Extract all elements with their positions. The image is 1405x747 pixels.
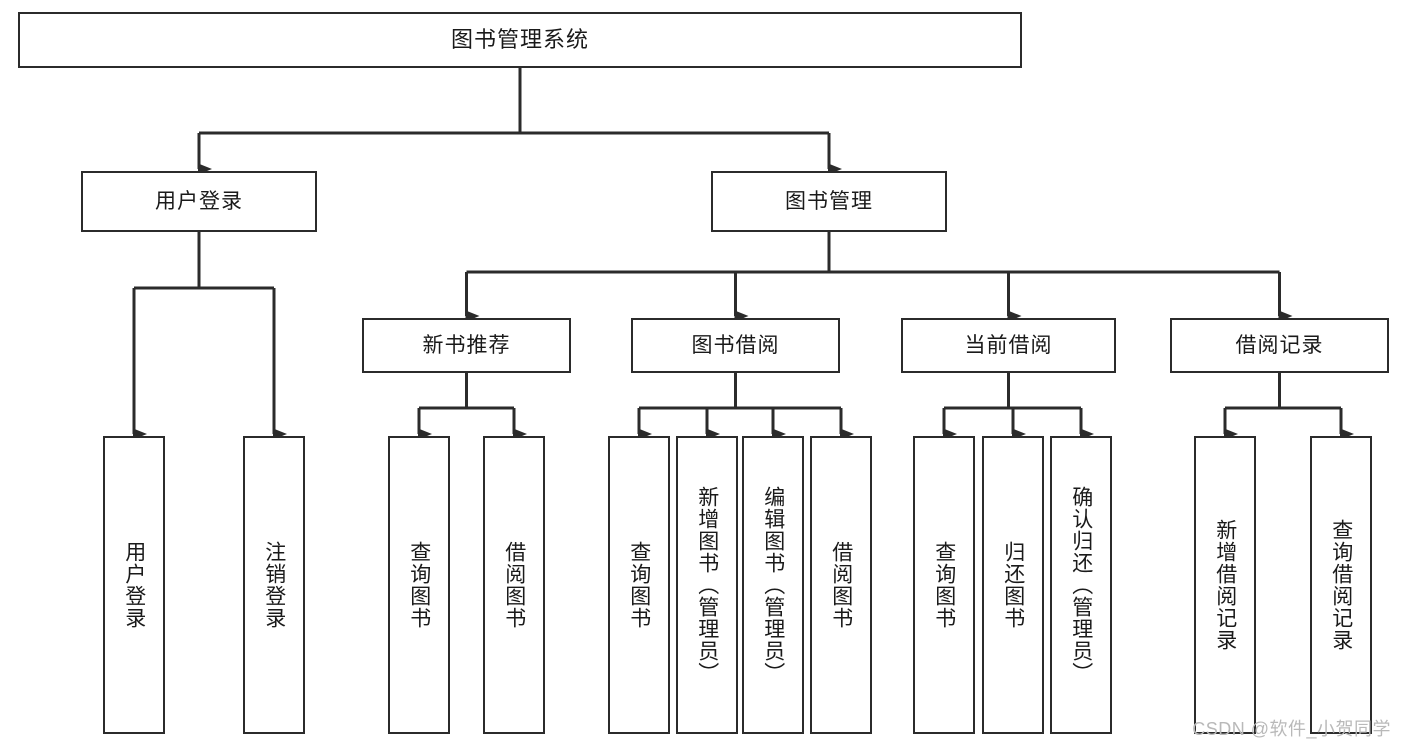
node-label: 新书推荐	[422, 333, 511, 357]
node-label: 查询图书	[932, 541, 956, 629]
node-current-confirm-return[interactable]: 确认归还（管理员）	[1050, 436, 1112, 734]
node-borrow-add-book[interactable]: 新增图书（管理员）	[676, 436, 738, 734]
node-record-query[interactable]: 查询借阅记录	[1310, 436, 1372, 734]
node-book-manage[interactable]: 图书管理	[711, 171, 947, 232]
node-current-borrow[interactable]: 当前借阅	[901, 318, 1116, 373]
node-label: 借阅图书	[829, 541, 853, 629]
node-book-borrow[interactable]: 图书借阅	[631, 318, 840, 373]
node-label: 归还图书	[1001, 541, 1025, 629]
node-label: 查询图书	[407, 541, 431, 629]
node-recommend-query-book[interactable]: 查询图书	[388, 436, 450, 734]
node-root[interactable]: 图书管理系统	[18, 12, 1022, 68]
csdn-watermark: CSDN @软件_小贺同学	[1192, 719, 1391, 739]
node-new-book-recommend[interactable]: 新书推荐	[362, 318, 571, 373]
node-label: 注销登录	[262, 541, 286, 629]
node-label: 图书管理	[785, 189, 873, 213]
node-label: 查询借阅记录	[1329, 519, 1353, 651]
node-record-add[interactable]: 新增借阅记录	[1194, 436, 1256, 734]
node-label: 确认归还（管理员）	[1069, 486, 1093, 684]
node-label: 新增借阅记录	[1213, 519, 1237, 651]
node-current-query-book[interactable]: 查询图书	[913, 436, 975, 734]
node-user-logout-leaf[interactable]: 注销登录	[243, 436, 305, 734]
node-current-return-book[interactable]: 归还图书	[982, 436, 1044, 734]
node-recommend-borrow-book[interactable]: 借阅图书	[483, 436, 545, 734]
node-label: 借阅记录	[1235, 333, 1324, 357]
node-label: 借阅图书	[502, 541, 526, 629]
node-label: 用户登录	[122, 541, 146, 629]
node-user-login-leaf[interactable]: 用户登录	[103, 436, 165, 734]
node-borrow-borrow-book[interactable]: 借阅图书	[810, 436, 872, 734]
node-label: 用户登录	[155, 189, 243, 213]
node-label: 图书借阅	[691, 333, 780, 357]
node-label: 编辑图书（管理员）	[761, 486, 785, 684]
node-label: 新增图书（管理员）	[695, 486, 719, 684]
node-label: 图书管理系统	[450, 26, 589, 52]
node-borrow-query-book[interactable]: 查询图书	[608, 436, 670, 734]
node-borrow-edit-book[interactable]: 编辑图书（管理员）	[742, 436, 804, 734]
node-borrow-record[interactable]: 借阅记录	[1170, 318, 1389, 373]
node-label: 当前借阅	[964, 333, 1053, 357]
node-user-login[interactable]: 用户登录	[81, 171, 317, 232]
node-label: 查询图书	[627, 541, 651, 629]
